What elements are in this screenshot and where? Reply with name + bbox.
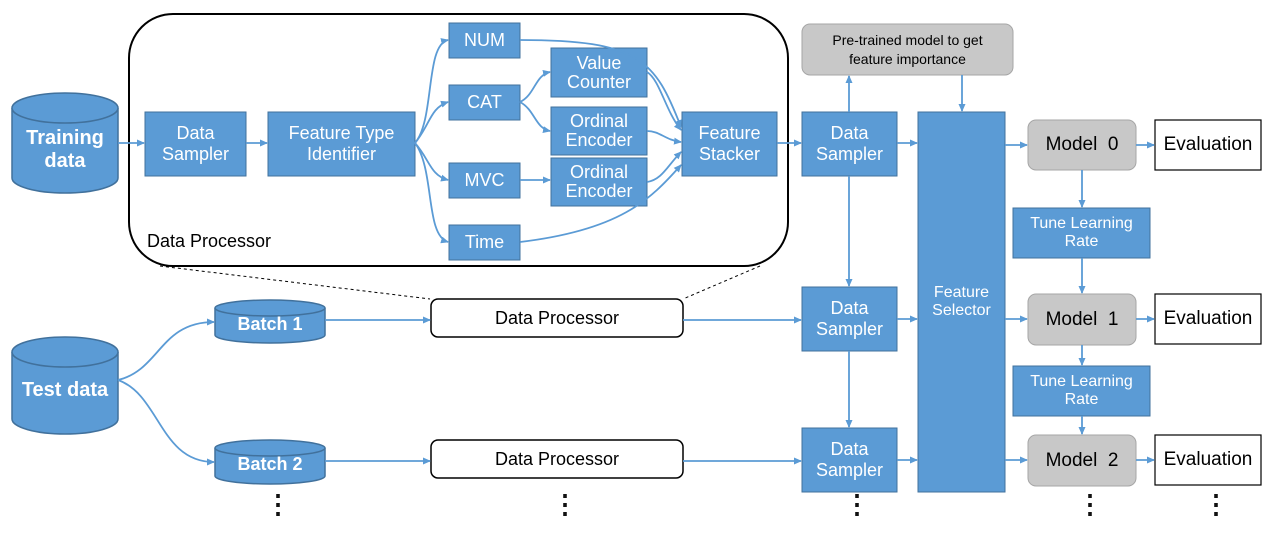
model-0-box (1027, 119, 1137, 171)
data-sampler-2-box (801, 427, 898, 493)
num-box (448, 22, 521, 59)
tune-learning-rate-2-box (1012, 365, 1151, 417)
feature-type-identifier-box (267, 111, 416, 177)
continuation-mark-models: ⋮ (1077, 489, 1103, 519)
batch-2-cylinder (214, 439, 326, 485)
model-2-box (1027, 434, 1137, 487)
training-data-cylinder (11, 92, 119, 194)
cat-box (448, 84, 521, 121)
zoom-line-right (682, 265, 761, 300)
arrow-value-counter-to-stacker (646, 71, 682, 131)
feature-selector-box (917, 111, 1006, 493)
ordinal-encoder-2-box (550, 157, 648, 207)
data-sampler-0-box (801, 111, 898, 177)
arrow-ordinal-2-to-stacker (646, 151, 682, 183)
evaluation-2-box (1154, 434, 1262, 486)
arrow-identifier-to-time (414, 142, 449, 244)
ordinal-encoder-1-box (550, 106, 648, 156)
feature-stacker-box (681, 111, 778, 177)
tune-learning-rate-1-box (1012, 207, 1151, 259)
continuation-mark-processors: ⋮ (552, 489, 578, 519)
arrow-num-to-stacker (519, 39, 682, 128)
mvc-box (448, 162, 521, 199)
pretrained-model-box (801, 23, 1014, 76)
inner-data-sampler-box (144, 111, 247, 177)
data-sampler-1-box (801, 286, 898, 352)
zoom-line-left (159, 265, 431, 300)
test-data-cylinder (11, 336, 119, 435)
evaluation-1-box (1154, 293, 1262, 345)
data-processor-2-box (430, 439, 684, 479)
continuation-mark-samplers: ⋮ (844, 489, 870, 519)
model-1-box (1027, 293, 1137, 346)
arrow-test-to-batch-2 (117, 379, 215, 466)
arrow-identifier-to-num (414, 38, 449, 144)
arrow-ordinal-1-to-stacker (646, 130, 682, 145)
time-box (448, 224, 521, 261)
value-counter-box (550, 47, 648, 98)
arrow-test-to-batch-1 (117, 318, 215, 381)
arrow-identifier-to-cat (414, 100, 449, 144)
arrow-time-to-stacker (519, 164, 682, 243)
data-processor-1-box (430, 298, 684, 338)
batch-1-cylinder (214, 299, 326, 344)
continuation-mark-batches: ⋮ (265, 489, 291, 519)
evaluation-0-box (1154, 119, 1262, 171)
continuation-mark-evaluations: ⋮ (1203, 489, 1229, 519)
arrow-cat-to-value-counter (519, 69, 551, 103)
arrow-cat-to-ordinal-1 (519, 101, 551, 134)
